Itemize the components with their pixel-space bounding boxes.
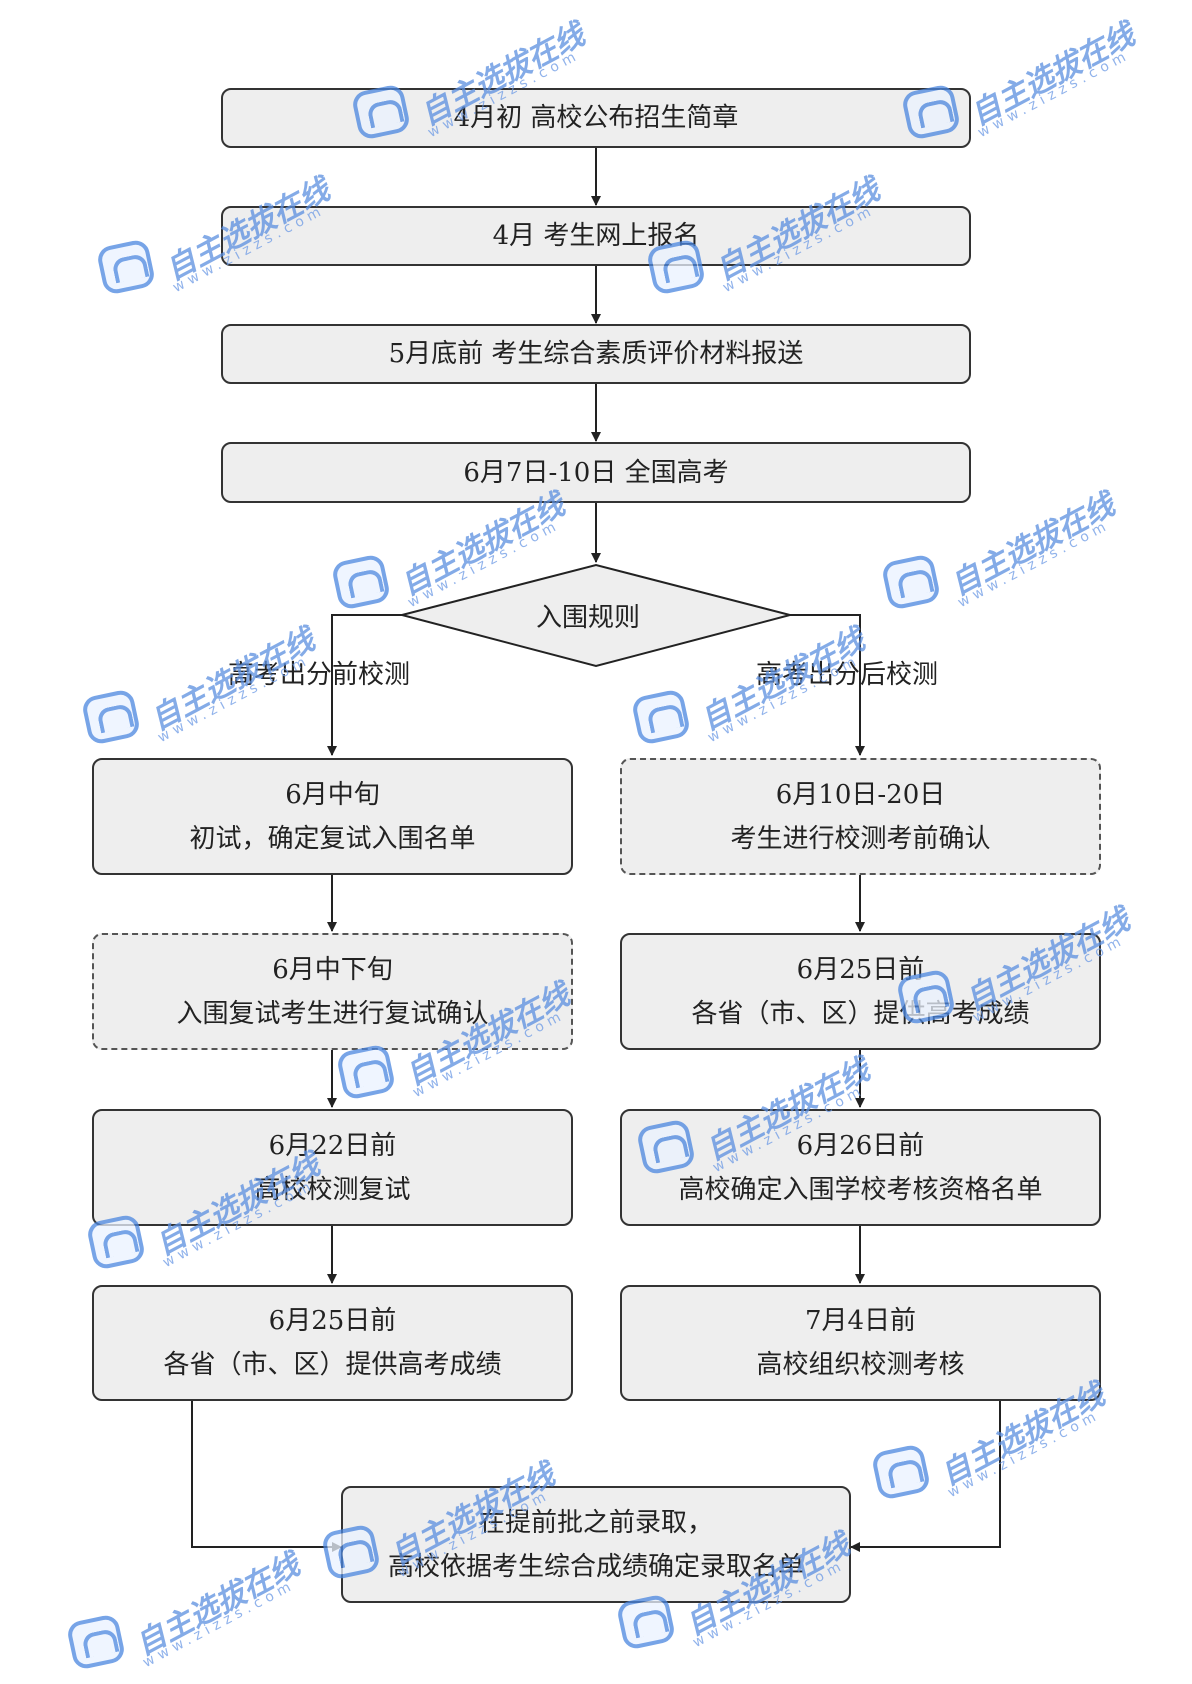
left-step-2-desc: 入围复试考生进行复试确认 (176, 998, 489, 1029)
step-registration-text: 4月 考生网上报名 (492, 221, 700, 251)
right-step-4-desc: 高校组织校测考核 (756, 1350, 965, 1380)
arrow-decision-right (790, 614, 865, 756)
left-step-4: 6月25日前 各省（市、区）提供高考成绩 (92, 1285, 573, 1401)
left-step-3-date: 6月22日前 (268, 1130, 397, 1161)
right-step-2: 6月25日前 各省（市、区）提供高考成绩 (620, 933, 1101, 1050)
right-step-3-desc: 高校确定入围学校考核资格名单 (678, 1174, 1043, 1205)
final-line-2: 高校依据考生综合成绩确定录取名单 (387, 1551, 804, 1582)
right-step-1: 6月10日-20日 考生进行校测考前确认 (620, 758, 1101, 875)
step-gaokao-text: 6月7日-10日 全国高考 (463, 457, 729, 488)
decision-label: 入围规则 (536, 603, 641, 633)
branch-label-right: 高考出分后校测 (756, 660, 939, 690)
left-step-3: 6月22日前 高校校测复试 (92, 1109, 573, 1226)
step-brochure: 4月初 高校公布招生简章 (221, 88, 971, 148)
branch-label-left: 高考出分前校测 (228, 660, 411, 690)
right-step-2-date: 6月25日前 (796, 954, 925, 985)
step-registration: 4月 考生网上报名 (221, 206, 971, 266)
left-step-1-date: 6月中旬 (285, 779, 380, 810)
decision-diamond (398, 563, 794, 668)
left-step-4-desc: 各省（市、区）提供高考成绩 (163, 1350, 502, 1380)
step-brochure-text: 4月初 高校公布招生简章 (453, 103, 739, 133)
arrow-left-final (191, 1401, 342, 1552)
right-step-3: 6月26日前 高校确定入围学校考核资格名单 (620, 1109, 1101, 1226)
right-step-3-date: 6月26日前 (796, 1130, 925, 1161)
right-step-1-date: 6月10日-20日 (775, 779, 946, 810)
left-step-1-desc: 初试，确定复试入围名单 (189, 823, 476, 854)
left-step-3-desc: 高校校测复试 (254, 1174, 411, 1205)
step-materials-text: 5月底前 考生综合素质评价材料报送 (388, 339, 804, 369)
left-step-4-date: 6月25日前 (268, 1306, 397, 1336)
left-step-1: 6月中旬 初试，确定复试入围名单 (92, 758, 573, 875)
step-materials: 5月底前 考生综合素质评价材料报送 (221, 324, 971, 384)
step-gaokao: 6月7日-10日 全国高考 (221, 442, 971, 503)
left-step-2-date: 6月中下旬 (272, 954, 393, 985)
left-step-2: 6月中下旬 入围复试考生进行复试确认 (92, 933, 573, 1050)
right-step-4-date: 7月4日前 (804, 1306, 917, 1336)
arrow-decision-left (327, 614, 402, 756)
final-line-1: 在提前批之前录取， (478, 1507, 713, 1538)
right-step-4: 7月4日前 高校组织校测考核 (620, 1285, 1101, 1401)
right-step-1-desc: 考生进行校测考前确认 (730, 823, 991, 854)
right-step-2-desc: 各省（市、区）提供高考成绩 (691, 998, 1030, 1029)
final-admission: 在提前批之前录取， 高校依据考生综合成绩确定录取名单 (341, 1486, 851, 1603)
arrow-right-final (850, 1401, 1001, 1552)
